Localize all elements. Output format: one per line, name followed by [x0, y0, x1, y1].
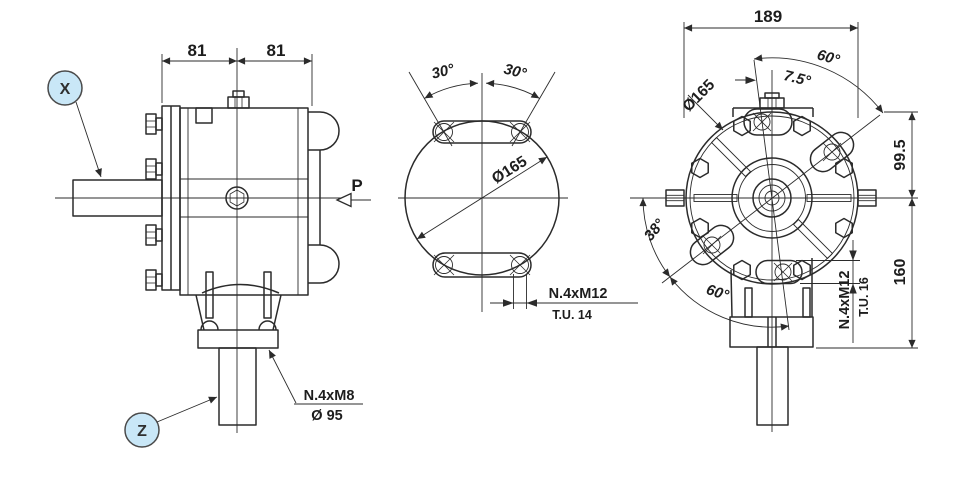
note-tu14: T.U. 14 [552, 308, 592, 322]
angle-7-5: 7.5° [782, 67, 813, 90]
dim-81-right: 81 [267, 41, 286, 60]
hub-circle [764, 190, 780, 206]
slot-bottom [432, 252, 532, 278]
dia-leader [687, 94, 724, 131]
rib [806, 194, 852, 202]
note-n4xm8: N.4xM8 [304, 388, 355, 404]
slot-top [432, 120, 532, 144]
flange-stud [145, 158, 163, 180]
dia-line [416, 156, 548, 240]
p-label: P [351, 176, 362, 195]
front-flange-view: 189 60° 7.5° Ø165 38° 60° 99.5 160 N.4xM… [630, 7, 918, 432]
bolt-hole [509, 254, 531, 276]
note-n4xm12-front: N.4xM12 [837, 271, 853, 330]
output-shaft [756, 346, 789, 426]
bolt-hole [433, 254, 455, 276]
housing-notch [195, 107, 213, 124]
shaft-end-hex [229, 189, 245, 207]
breather-plug [227, 90, 250, 109]
angle-ref-line [511, 71, 556, 147]
diagonal-centerline-38 [661, 114, 881, 284]
angle-ref-line [408, 71, 453, 147]
slot-lower-left [689, 224, 735, 266]
p-view-arrow: P [335, 176, 371, 208]
rib [710, 136, 752, 178]
casting-lobe-lower [308, 244, 340, 284]
balloon-x-leader [75, 101, 102, 178]
rib [792, 218, 834, 260]
output-shaft [218, 347, 257, 426]
balloon-x-label: X [60, 81, 71, 98]
balloon-z-label: Z [137, 423, 147, 440]
note-tu16: T.U. 16 [857, 277, 871, 317]
angle-arc-left [424, 79, 479, 99]
hub-circle [752, 178, 792, 218]
angle-arc-60-bottom [669, 276, 790, 331]
bolt-hole [702, 235, 722, 255]
neck-edge-left [730, 269, 733, 318]
neck-stud [263, 271, 272, 319]
arrowhead-icon [849, 250, 857, 261]
balloon-z-leader [156, 396, 218, 423]
neck-stud [205, 271, 214, 319]
arrowhead-icon [503, 299, 514, 307]
balloon-z [124, 412, 160, 448]
note-n4xm12-top: N.4xM12 [549, 286, 608, 302]
slot-upper-right [809, 131, 855, 173]
arrowhead-icon [526, 299, 537, 307]
side-view: 81 81 X Z P N.4xM8 Ø 95 [47, 41, 371, 448]
bolt-hole [752, 112, 772, 132]
angle-30-left: 30° [430, 60, 457, 82]
flange-stud [145, 269, 163, 291]
rib [693, 194, 738, 202]
hub-circle [758, 184, 786, 212]
bolt-hole [822, 142, 842, 162]
shaft-end-circle [225, 186, 249, 210]
hub-circle [738, 164, 806, 232]
angle-60-bottom: 60° [704, 281, 732, 304]
note-dia95: Ø 95 [311, 408, 342, 424]
angle-30-right: 30° [502, 61, 529, 83]
arrowhead-icon [849, 283, 857, 294]
hub-circle [731, 157, 813, 239]
angle-arc-60-top [753, 54, 884, 114]
note-leader [268, 349, 297, 404]
flange-stud [145, 224, 163, 246]
flange-stud [145, 113, 163, 135]
neck-stud [802, 287, 811, 318]
arrowhead-icon [745, 76, 756, 84]
dim-189: 189 [754, 7, 782, 26]
dim-160: 160 [892, 259, 909, 286]
flange-arch [200, 320, 219, 331]
dim-99-5: 99.5 [892, 139, 909, 170]
side-bolt-right [857, 189, 877, 207]
flange-arch [258, 320, 277, 331]
angle-60-top: 60° [815, 46, 842, 69]
angle-arc-right [485, 79, 540, 99]
balloon-x [47, 70, 83, 106]
casting-lobe-upper [308, 111, 340, 151]
angle-arc-38 [639, 197, 671, 278]
dim-81-left: 81 [188, 41, 207, 60]
